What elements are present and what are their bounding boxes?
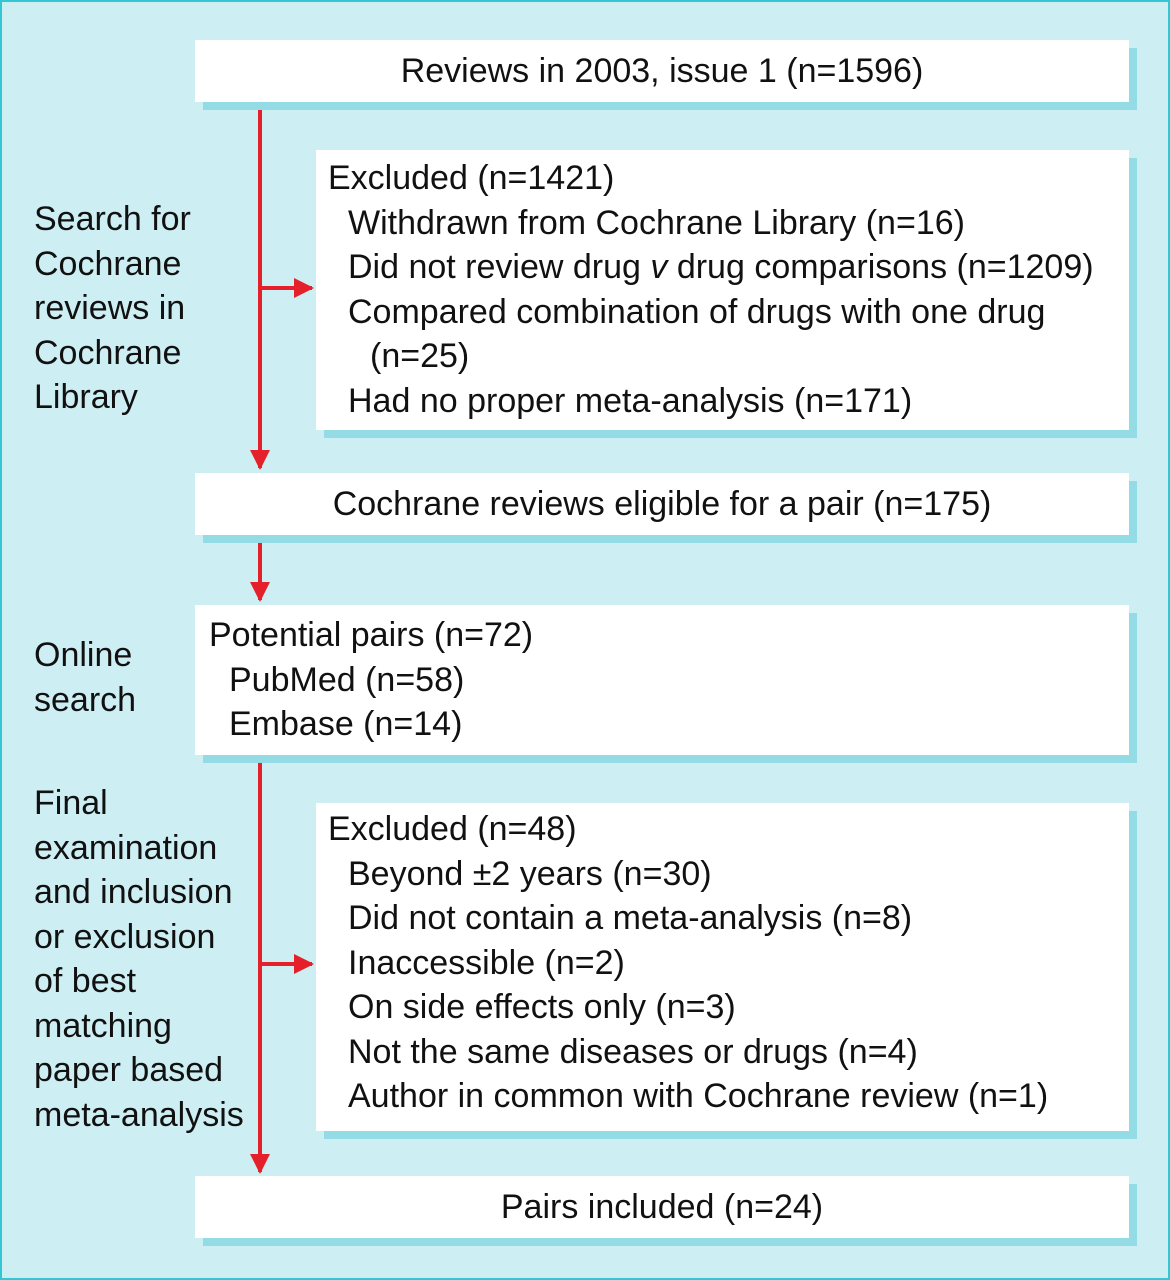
excluded2-item: Did not contain a meta-analysis (n=8) [348, 899, 913, 937]
stage-line: Cochrane [34, 333, 182, 372]
excluded2-item: Beyond ±2 years (n=30) [348, 854, 712, 893]
box-potential-pairs: Potential pairs (n=72) PubMed (n=58) Emb… [195, 605, 1129, 755]
stage-line: and inclusion [34, 873, 233, 911]
potential-title: Potential pairs (n=72) [209, 616, 534, 654]
excluded1-item: Compared combination of drugs with one d… [348, 292, 1046, 331]
stage-line: reviews in [34, 289, 186, 327]
stage-line: paper based [34, 1051, 224, 1089]
stage-line: Final [34, 784, 108, 822]
stage-line: Library [34, 378, 138, 416]
potential-item: Embase (n=14) [229, 705, 463, 743]
excluded1-item: Withdrawn from Cochrane Library (n=16) [348, 203, 965, 242]
excluded1-item-part: drug comparisons (n=1209) [676, 248, 1094, 286]
stage-label-final: Final examination and inclusion or exclu… [34, 781, 244, 1137]
box-pairs-included: Pairs included (n=24) [195, 1176, 1129, 1238]
potential-item: PubMed (n=58) [229, 660, 465, 699]
excluded2-item: Author in common with Cochrane review (n… [348, 1077, 1049, 1115]
box-reviews-text: Reviews in 2003, issue 1 (n=1596) [400, 51, 924, 90]
stage-label-online: Online search [34, 633, 136, 722]
excluded1-item: Did not review drug v drug comparisons (… [328, 245, 1129, 290]
box-eligible-text: Cochrane reviews eligible for a pair (n=… [332, 484, 992, 523]
box-excluded-2: Excluded (n=48) Beyond ±2 years (n=30) D… [316, 803, 1129, 1131]
stage-line: search [34, 680, 137, 719]
box-included-text: Pairs included (n=24) [500, 1187, 824, 1226]
excluded2-item: Inaccessible (n=2) [348, 943, 625, 982]
excluded2-item: Not the same diseases or drugs (n=4) [348, 1032, 918, 1071]
excluded1-item-part: Did not review drug [348, 248, 641, 286]
box-eligible: Cochrane reviews eligible for a pair (n=… [195, 473, 1129, 535]
stage-line: matching [34, 1006, 172, 1045]
stage-line: of best [34, 962, 137, 1000]
box-reviews: Reviews in 2003, issue 1 (n=1596) [195, 40, 1129, 102]
excluded2-item: On side effects only (n=3) [348, 988, 736, 1026]
excluded1-item: (n=25) [370, 337, 470, 375]
stage-line: meta-analysis [34, 1095, 244, 1134]
versus-v: v [650, 248, 668, 286]
excluded1-item: Had no proper meta-analysis (n=171) [348, 381, 913, 420]
stage-line: examination [34, 828, 218, 867]
stage-line: Online [34, 636, 133, 674]
excluded2-title: Excluded (n=48) [328, 810, 577, 848]
stage-line: Cochrane [34, 244, 182, 283]
box-excluded-1: Excluded (n=1421) Withdrawn from Cochran… [316, 150, 1129, 430]
stage-label-search: Search for Cochrane reviews in Cochrane … [34, 197, 191, 420]
excluded1-title: Excluded (n=1421) [328, 159, 615, 197]
stage-line: or exclusion [34, 917, 216, 956]
stage-line: Search for [34, 200, 191, 238]
